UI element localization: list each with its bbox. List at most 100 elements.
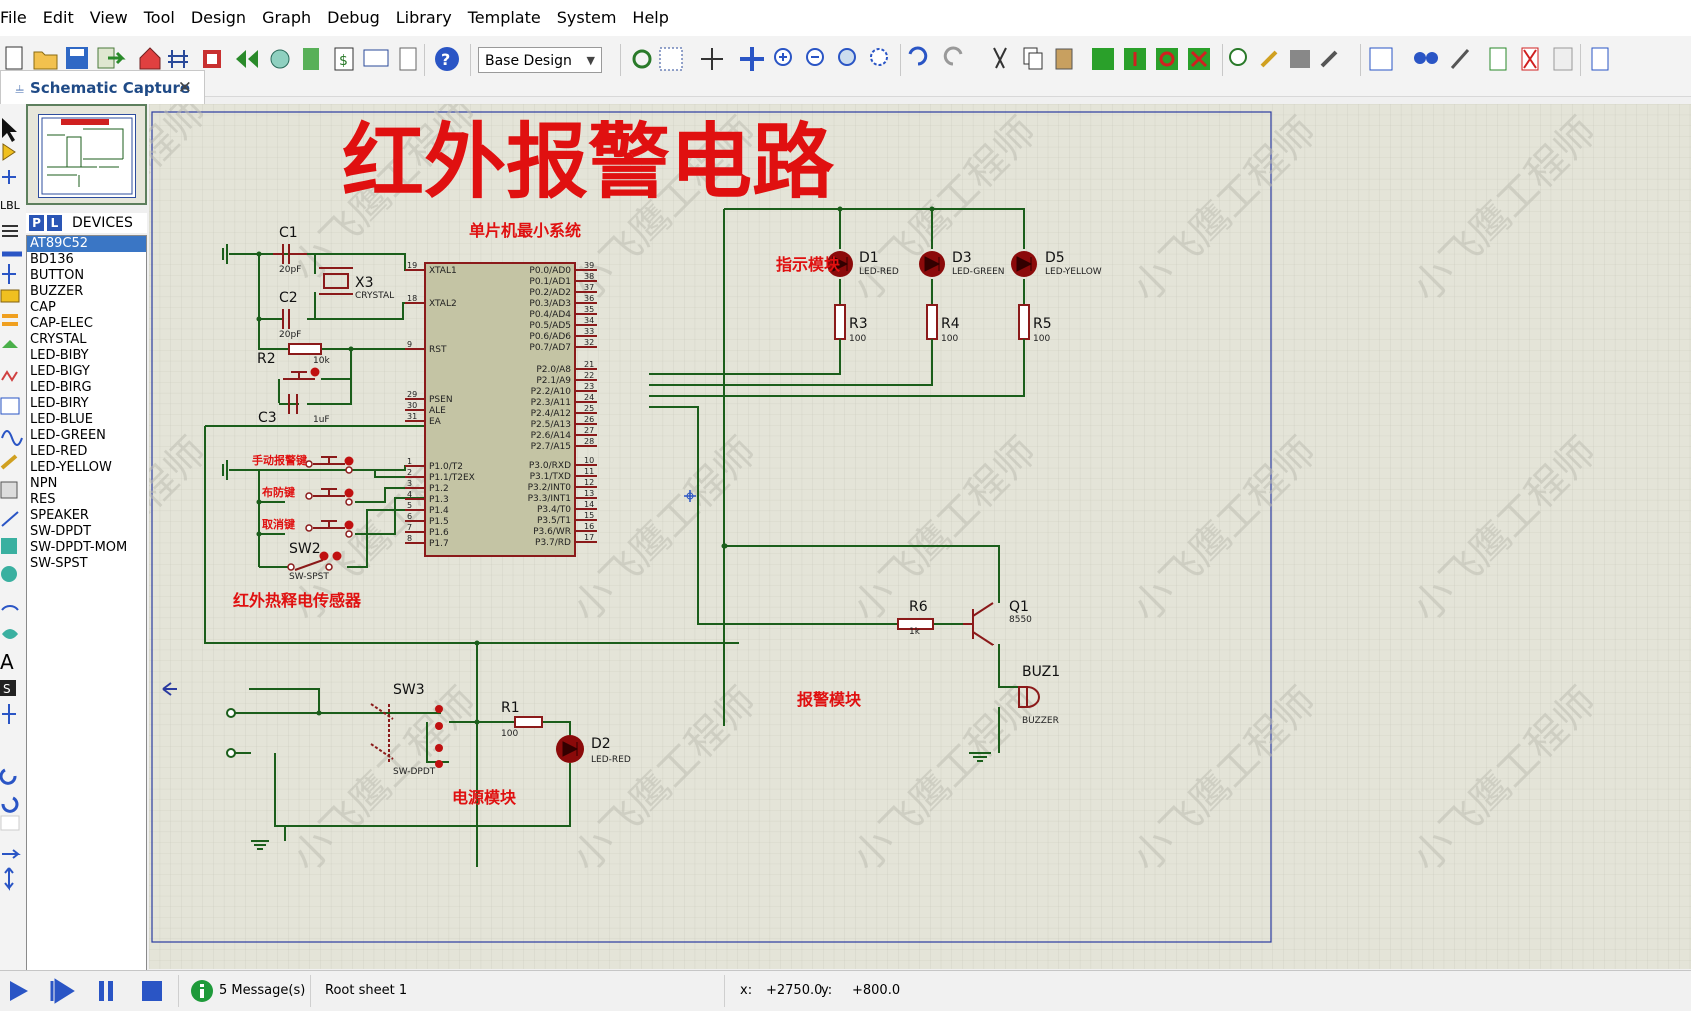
menu-file[interactable]: File — [0, 8, 27, 27]
device-item[interactable]: LED-BIGY — [30, 364, 90, 379]
device-item[interactable]: SW-DPDT-MOM — [30, 540, 128, 555]
menu-template[interactable]: Template — [467, 8, 541, 27]
new-file-icon[interactable] — [5, 46, 23, 70]
grid-icon[interactable] — [659, 47, 683, 71]
pick-device-button[interactable]: P — [29, 215, 44, 231]
block-copy-icon[interactable] — [1092, 48, 1114, 70]
pan-icon[interactable] — [740, 47, 764, 71]
device-item[interactable]: BD136 — [30, 252, 74, 267]
device-item[interactable]: LED-BLUE — [30, 412, 93, 427]
block-rotate-icon[interactable] — [1156, 48, 1178, 70]
help-icon[interactable]: ? — [435, 47, 459, 71]
notes-icon[interactable] — [399, 47, 417, 71]
zoom-all-icon[interactable] — [838, 48, 856, 66]
rotate-ccw-icon[interactable] — [1, 796, 19, 813]
device-item[interactable]: BUZZER — [30, 284, 84, 299]
device-item[interactable]: RES — [30, 492, 56, 507]
menu-system[interactable]: System — [556, 8, 617, 27]
device-item[interactable]: LED-YELLOW — [30, 460, 112, 475]
schematic-drawing[interactable]: 小飞鹰工程师小飞鹰工程师小飞鹰工程师小飞鹰工程师小飞鹰工程师小飞鹰工程师小飞鹰工… — [149, 104, 1691, 969]
bom-icon[interactable]: $ — [334, 47, 354, 71]
make-device-icon[interactable] — [1260, 50, 1278, 68]
resistor-r2[interactable] — [288, 343, 322, 355]
transistor-q1[interactable] — [963, 602, 994, 646]
layer-select[interactable]: Base Design ▼ — [478, 47, 602, 73]
resistor-r4[interactable] — [926, 304, 938, 340]
led-d2[interactable] — [556, 735, 584, 763]
marker-tool-icon[interactable] — [2, 704, 16, 724]
tab-schematic-capture[interactable]: ⫨ Schematic Capture ✕ — [0, 70, 205, 104]
schematic-canvas[interactable]: 小飞鹰工程师小飞鹰工程师小飞鹰工程师小飞鹰工程师小飞鹰工程师小飞鹰工程师小飞鹰工… — [149, 104, 1691, 969]
open-folder-icon[interactable] — [33, 51, 58, 70]
refresh-icon[interactable] — [632, 49, 652, 69]
device-item[interactable]: AT89C52 — [27, 236, 146, 252]
undo-icon[interactable] — [908, 46, 928, 66]
menu-view[interactable]: View — [89, 8, 128, 27]
import-icon[interactable] — [97, 47, 126, 69]
new-sheet-icon[interactable] — [1489, 47, 1507, 71]
box-tool-icon[interactable] — [1, 538, 17, 554]
save-icon[interactable] — [66, 47, 88, 69]
generator-mode-icon[interactable] — [0, 397, 20, 415]
menu-help[interactable]: Help — [632, 8, 669, 27]
info-icon[interactable] — [190, 979, 214, 1003]
property-tool-icon[interactable] — [1450, 49, 1470, 69]
junction-dot-icon[interactable] — [2, 170, 16, 184]
design-explorer-icon[interactable] — [363, 49, 389, 67]
device-item[interactable]: SPEAKER — [30, 508, 89, 523]
play-icon[interactable] — [10, 981, 28, 1001]
gerber-icon[interactable] — [303, 48, 319, 70]
crystal-x3[interactable] — [319, 267, 353, 295]
device-item[interactable]: CAP-ELEC — [30, 316, 93, 331]
wire-autorouter-icon[interactable] — [1369, 47, 1393, 71]
led-d1[interactable] — [827, 251, 853, 277]
line-tool-icon[interactable] — [1, 511, 19, 527]
overview-window[interactable] — [26, 104, 147, 205]
circle-tool-icon[interactable] — [1, 566, 17, 582]
mirror-x-icon[interactable] — [2, 849, 21, 859]
voltage-probe-icon[interactable] — [1, 430, 23, 446]
symbol-tool-icon[interactable] — [0, 680, 16, 696]
led-d5[interactable] — [1011, 251, 1037, 277]
device-item[interactable]: LED-BIBY — [30, 348, 89, 363]
graph-mode-icon[interactable] — [2, 340, 18, 348]
resistor-r5[interactable] — [1018, 304, 1030, 340]
mirror-y-icon[interactable] — [4, 867, 14, 891]
schematic-icon[interactable] — [168, 50, 188, 68]
subcircuit-mode-icon[interactable] — [2, 264, 16, 284]
zoom-area-icon[interactable] — [870, 48, 888, 66]
led-d3[interactable] — [919, 251, 945, 277]
virtual-instruments-icon[interactable] — [0, 481, 18, 499]
device-item[interactable]: CRYSTAL — [30, 332, 87, 347]
menu-graph[interactable]: Graph — [262, 8, 312, 27]
decompose-icon[interactable] — [1320, 50, 1338, 68]
buzzer-buz1[interactable] — [1018, 686, 1040, 708]
device-item[interactable]: BUTTON — [30, 268, 85, 283]
path-tool-icon[interactable] — [2, 629, 18, 639]
home-icon[interactable] — [139, 47, 161, 70]
exit-parent-icon[interactable] — [1553, 47, 1573, 71]
selection-mode-icon[interactable] — [2, 118, 17, 142]
pause-icon[interactable] — [99, 981, 104, 1001]
menu-design[interactable]: Design — [190, 8, 247, 27]
paste-icon[interactable] — [1055, 48, 1073, 70]
packaging-icon[interactable] — [1290, 50, 1310, 68]
arc-tool-icon[interactable] — [1, 605, 19, 611]
resistor-r3[interactable] — [834, 304, 846, 340]
stop-icon[interactable] — [142, 981, 162, 1001]
library-manager-button[interactable]: L — [47, 215, 62, 231]
pcb-icon[interactable] — [203, 50, 221, 68]
mcu-at89c52[interactable]: 19XTAL118XTAL29RST29PSEN30ALE31EA1P1.0/T… — [405, 261, 597, 557]
menu-library[interactable]: Library — [395, 8, 452, 27]
block-delete-icon[interactable] — [1188, 48, 1210, 70]
angle-box[interactable] — [0, 815, 20, 831]
terminals-mode-icon[interactable] — [0, 289, 20, 303]
device-item[interactable]: LED-BIRY — [30, 396, 89, 411]
back-icon[interactable] — [236, 50, 258, 68]
tape-recorder-icon[interactable] — [1, 370, 18, 382]
menu-tool[interactable]: Tool — [143, 8, 175, 27]
origin-icon[interactable] — [701, 48, 723, 70]
component-mode-icon[interactable] — [2, 143, 16, 161]
device-item[interactable]: LED-GREEN — [30, 428, 106, 443]
redo-icon[interactable] — [943, 46, 963, 66]
